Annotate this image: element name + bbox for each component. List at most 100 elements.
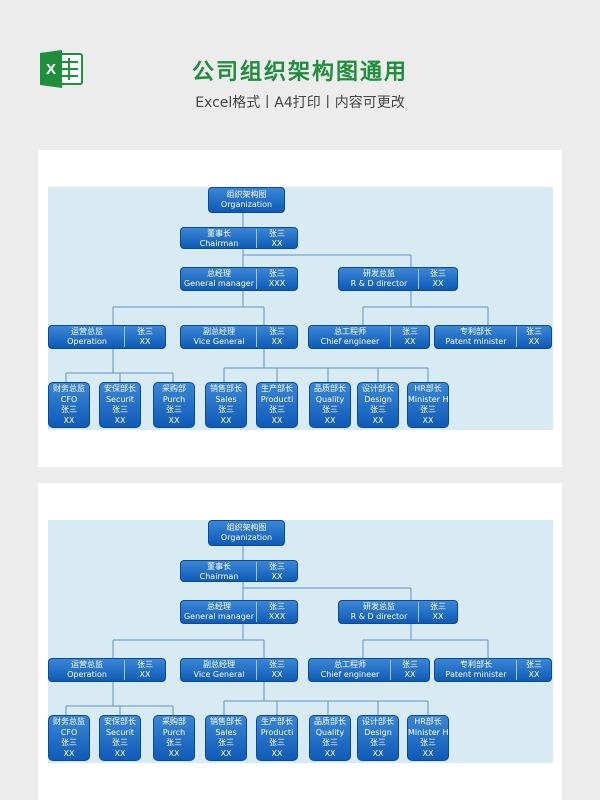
rd-code: XX	[432, 612, 444, 621]
gm-name: 张三	[269, 269, 285, 278]
dept-en: Purch	[162, 394, 186, 404]
dept-cn: 采购部	[162, 717, 186, 726]
chairman-name: 张三	[269, 229, 285, 238]
dept-code: XX	[372, 415, 384, 425]
chairman-title-en: Chairman	[199, 572, 239, 581]
dept-name: 张三	[218, 405, 234, 414]
dept-box-cfo: 财务总监 CFO 张三 XX	[48, 715, 90, 761]
chief-code: XX	[404, 337, 416, 346]
dept-en: Quality	[315, 727, 345, 737]
dept-name: 张三	[420, 405, 436, 414]
org-root-en: Organization	[220, 200, 273, 209]
vgm-code: XX	[271, 670, 283, 679]
chairman-code: XX	[271, 239, 283, 248]
dept-cn: 安保部长	[104, 384, 136, 393]
vgm-name: 张三	[269, 327, 285, 336]
dept-name: 张三	[370, 738, 386, 747]
chairman-name: 张三	[269, 562, 285, 571]
chairman-code: XX	[271, 572, 283, 581]
dept-cn: 品质部长	[314, 717, 346, 726]
ops-name: 张三	[137, 327, 153, 336]
gm-title-en: General manager	[183, 279, 255, 288]
chief-title-en: Chief engineer	[320, 670, 380, 679]
ops-title-cn: 运营总监	[71, 327, 103, 336]
chairman-title-cn: 董事长	[207, 229, 231, 238]
dept-name: 张三	[269, 405, 285, 414]
dept-en: Design	[364, 727, 392, 737]
vgm-title-en: Vice General	[193, 337, 245, 346]
org-root-cn: 组织架构图	[226, 523, 267, 532]
dept-name: 张三	[322, 738, 338, 747]
patent-title-cn: 专利部长	[460, 660, 492, 669]
dept-code: XX	[220, 748, 232, 758]
dept-code: XX	[324, 415, 336, 425]
vgm-title-en: Vice General	[193, 670, 245, 679]
dept-cn: 安保部长	[104, 717, 136, 726]
dept-name: 张三	[420, 738, 436, 747]
gm-name: 张三	[269, 602, 285, 611]
dept-en: Purch	[162, 727, 186, 737]
patent-name: 张三	[526, 660, 542, 669]
dept-code: XX	[114, 415, 126, 425]
dept-box-quality: 品质部长 Quality 张三 XX	[309, 382, 351, 428]
patent-title-en: Patent minister	[445, 670, 507, 679]
preview-card-2: 组织架构图 Organization 董事长 Chairman 张三 XX 总经…	[38, 483, 562, 800]
page-title: 公司组织架构图通用	[191, 60, 408, 85]
org-root-box: 组织架构图 Organization	[208, 520, 285, 546]
dept-box-design: 设计部长 Design 张三 XX	[357, 715, 399, 761]
ops-title-en: Operation	[67, 670, 107, 679]
patent-code: XX	[528, 337, 540, 346]
dept-name: 张三	[61, 405, 77, 414]
dept-en: CFO	[60, 727, 78, 737]
rd-name: 张三	[430, 602, 446, 611]
dept-en: Sales	[215, 394, 237, 404]
operation-box: 运营总监 Operation 张三 XX	[48, 658, 166, 682]
chief-engineer-box: 总工程师 Chief engineer 张三 XX	[308, 325, 430, 349]
rd-name: 张三	[430, 269, 446, 278]
dept-box-purchase: 采购部 Purch 张三 XX	[153, 715, 195, 761]
rd-title-cn: 研发总监	[363, 602, 395, 611]
ops-name: 张三	[137, 660, 153, 669]
dept-code: XX	[372, 748, 384, 758]
chairman-title-en: Chairman	[199, 239, 239, 248]
rd-director-box: 研发总监 R & D director 张三 XX	[338, 600, 458, 624]
rd-title-en: R & D director	[350, 279, 408, 288]
dept-en: Producti	[260, 727, 294, 737]
dept-code: XX	[422, 415, 434, 425]
page-header: X 公司组织架构图通用 Excel格式丨A4打印丨内容可更改	[0, 0, 600, 140]
dept-box-sales: 销售部长 Sales 张三 XX	[205, 715, 247, 761]
dept-code: XX	[63, 415, 75, 425]
dept-cn: 销售部长	[210, 384, 242, 393]
org-chart-sheet: 组织架构图 Organization 董事长 Chairman 张三 XX 总经…	[48, 520, 553, 763]
ops-title-en: Operation	[67, 337, 107, 346]
dept-box-hr: HR部长 Minister HR 张三 XX	[407, 715, 449, 761]
dept-code: XX	[168, 748, 180, 758]
dept-en: Securit	[105, 394, 135, 404]
rd-title-cn: 研发总监	[363, 269, 395, 278]
patent-name: 张三	[526, 327, 542, 336]
dept-code: XX	[63, 748, 75, 758]
dept-name: 张三	[322, 405, 338, 414]
patent-title-cn: 专利部长	[460, 327, 492, 336]
vgm-code: XX	[271, 337, 283, 346]
chief-title-cn: 总工程师	[334, 660, 366, 669]
excel-icon: X	[40, 50, 83, 88]
dept-box-sales: 销售部长 Sales 张三 XX	[205, 382, 247, 428]
dept-code: XX	[271, 415, 283, 425]
dept-cn: HR部长	[414, 384, 442, 393]
dept-box-security: 安保部长 Securit 张三 XX	[99, 715, 141, 761]
ops-code: XX	[139, 670, 151, 679]
connector-lines	[65, 546, 489, 715]
dept-box-design: 设计部长 Design 张三 XX	[357, 382, 399, 428]
vgm-title-cn: 副总经理	[203, 327, 235, 336]
org-root-en: Organization	[220, 533, 273, 542]
dept-en: Quality	[315, 394, 345, 404]
dept-box-hr: HR部长 Minister HR 张三 XX	[407, 382, 449, 428]
dept-name: 张三	[269, 738, 285, 747]
vgm-name: 张三	[269, 660, 285, 669]
rd-code: XX	[432, 279, 444, 288]
rd-director-box: 研发总监 R & D director 张三 XX	[338, 267, 458, 291]
page-subtitle: Excel格式丨A4打印丨内容可更改	[195, 95, 405, 111]
org-root-cn: 组织架构图	[226, 190, 267, 199]
dept-cn: 财务总监	[53, 717, 85, 726]
